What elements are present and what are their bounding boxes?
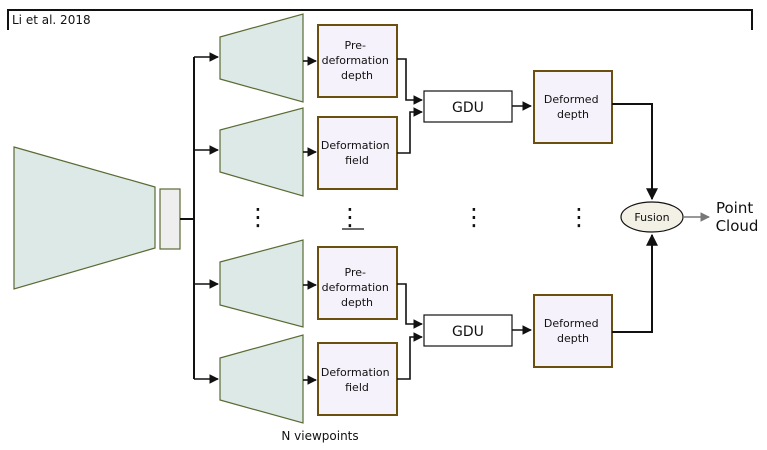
deformation-field-box-bottom [317,342,398,416]
ellipsis-deformed: ⋮ [567,203,591,231]
latent-code-block [159,188,181,250]
deformed-to-fusion-connector-top [612,103,658,201]
predeformation-to-gdu-connector [397,283,423,329]
predeformation-depth-box-top [317,24,398,98]
field-to-gdu-connector [397,107,423,154]
deformed-depth-box-bottom [533,294,613,368]
deformed-depth-box-top [533,70,613,144]
deformation-field-box-top [317,116,398,190]
decoder-4 [219,334,304,424]
predeformation-depth-label-top: Pre- deformation depth [322,39,393,82]
predeformation-depth-label-bottom: Pre- deformation depth [322,266,393,309]
field-to-gdu-connector [397,332,423,380]
main-encoder [13,146,156,290]
fusion-label: Fusion [634,211,669,224]
deformation-field-label-top: Deformation field [321,139,393,167]
gdu-box-bottom [423,314,513,347]
citation-label: Li et al. 2018 [12,13,91,27]
deformed-depth-label-top: Deformed depth [544,93,602,121]
viewpoints-caption: N viewpoints [281,429,358,443]
header-bracket [7,9,753,30]
ellipsis-boxes: ⋮ [338,203,362,231]
gdu-label-bottom: GDU [452,324,484,340]
point-cloud-label: Point Cloud [716,199,759,235]
deformed-to-fusion-connector-bottom [612,233,658,333]
decoder-2 [219,107,304,197]
predeformation-depth-box-bottom [317,246,398,320]
gdu-label-top: GDU [452,100,484,116]
ellipsis-gdu: ⋮ [462,203,486,231]
predeformation-to-gdu-connector [397,58,423,105]
decoder-1 [219,13,304,103]
deformation-field-label-bottom: Deformation field [321,366,393,394]
ellipsis-decoders: ⋮ [246,203,270,231]
decoder-3 [219,239,304,328]
deformed-depth-label-bottom: Deformed depth [544,317,602,345]
